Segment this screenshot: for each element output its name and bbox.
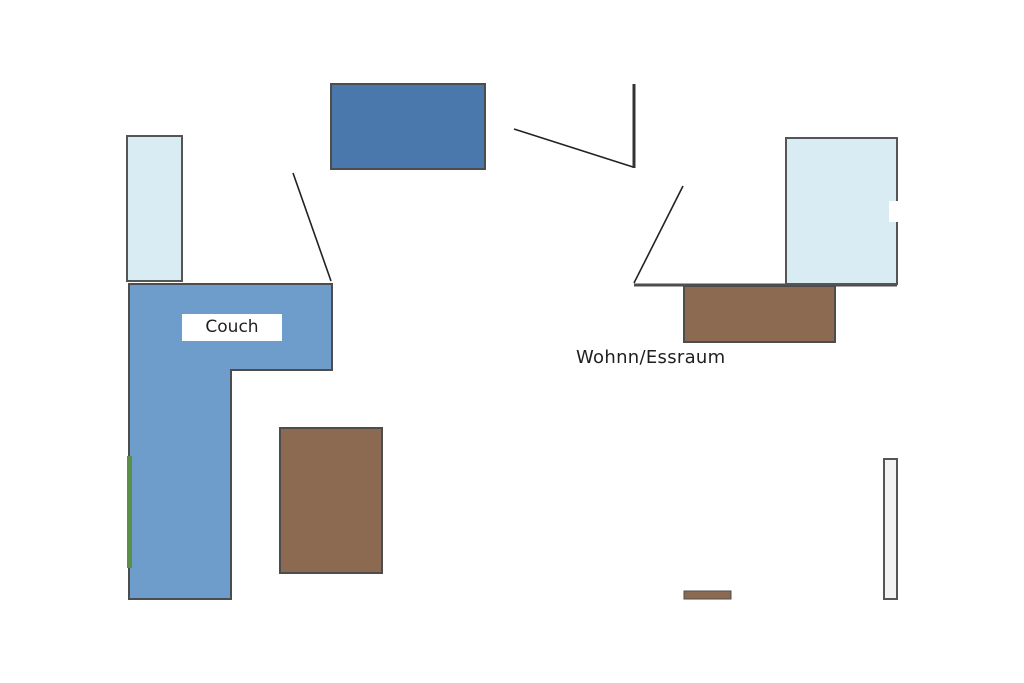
bottom-furniture	[683, 590, 732, 600]
door-swing-top	[513, 128, 634, 168]
right-window	[785, 137, 898, 285]
left-window	[126, 135, 183, 282]
right-window-notch	[889, 201, 898, 222]
couch-label: Couch	[182, 314, 282, 341]
couch	[128, 283, 333, 600]
door-swing-left	[292, 172, 332, 282]
couch-side-plant	[127, 456, 132, 568]
room-label: Wohnn/Essraum	[576, 347, 726, 368]
door-swing-right	[633, 185, 684, 284]
right-edge-frame	[883, 458, 898, 600]
tv-unit	[330, 83, 486, 170]
sideboard	[683, 285, 836, 343]
coffee-table	[279, 427, 383, 574]
